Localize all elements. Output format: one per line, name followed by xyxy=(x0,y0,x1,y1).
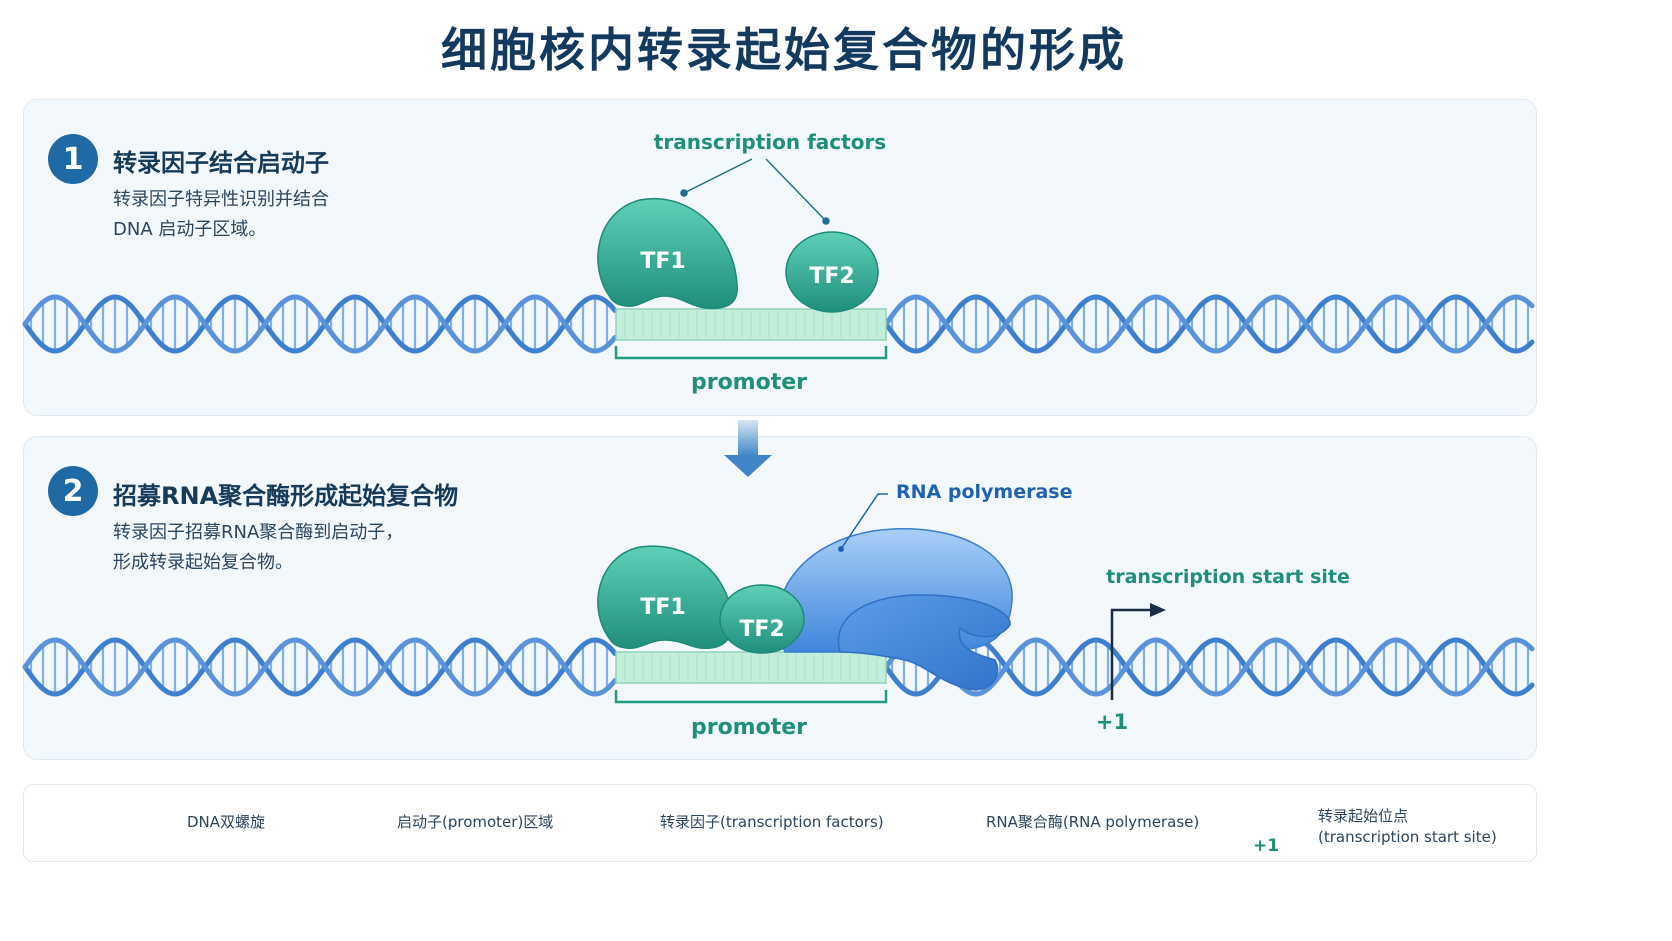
dna-strand xyxy=(22,294,618,354)
dna-strand xyxy=(883,294,1535,354)
down-arrow-icon xyxy=(724,420,772,477)
promoter-label: promoter xyxy=(691,370,807,395)
tf2-protein xyxy=(719,584,805,654)
step2-desc-line2: 形成转录起始复合物。 xyxy=(113,552,293,573)
tf1-protein xyxy=(597,545,733,649)
diagram-canvas: promoter TF1 TF2 transcription factors p… xyxy=(22,130,1535,837)
legend-tf-label: 转录因子(transcription factors) xyxy=(660,813,884,831)
tf-callout-label: transcription factors xyxy=(654,130,886,154)
legend-promoter-label: 启动子(promoter)区域 xyxy=(397,813,554,831)
legend-polymerase-label: RNA聚合酶(RNA polymerase) xyxy=(986,813,1200,831)
tf1-label: TF1 xyxy=(640,595,685,620)
dna-strand xyxy=(22,637,618,697)
dna-helix xyxy=(883,294,1535,354)
step1-badge: 1 xyxy=(48,134,98,184)
tf2-label: TF2 xyxy=(739,617,784,642)
dna-strand xyxy=(22,637,618,697)
legend-tss-label-line2: (transcription start site) xyxy=(1318,828,1497,846)
step1-desc-line2: DNA 启动子区域。 xyxy=(113,219,267,240)
promoter-stripes xyxy=(624,654,878,681)
dna-strand xyxy=(883,294,1535,354)
promoter-bracket xyxy=(614,346,888,360)
polymerase-callout-label: RNA polymerase xyxy=(896,481,1072,503)
legend-dna-label: DNA双螺旋 xyxy=(187,813,266,831)
dna-helix xyxy=(22,637,618,697)
tf2-leader-line xyxy=(765,158,830,225)
step2-badge: 2 xyxy=(48,466,98,516)
step1-panel xyxy=(23,99,1537,416)
tf1-label: TF1 xyxy=(640,249,685,274)
legend-box xyxy=(23,784,1537,862)
rna-polymerase xyxy=(776,528,1013,691)
dna-strand xyxy=(883,637,1535,697)
step2-title: 招募RNA聚合酶形成起始复合物 xyxy=(113,482,459,510)
page-title: 细胞核内转录起始复合物的形成 xyxy=(441,23,1127,77)
promoter-label: promoter xyxy=(691,715,807,740)
tf2-protein xyxy=(785,231,879,313)
promoter-bracket xyxy=(614,690,888,704)
legend-tss-label-line1: 转录起始位点 xyxy=(1318,807,1409,825)
dna-helix xyxy=(22,294,618,354)
tf1-leader-line xyxy=(680,158,753,197)
step1-desc-line1: 转录因子特异性识别并结合 xyxy=(113,189,329,210)
tf2-label: TF2 xyxy=(809,264,854,289)
tf1-protein xyxy=(597,197,738,310)
step2-desc-line1: 转录因子招募RNA聚合酶到启动子， xyxy=(113,522,404,543)
legend-tss-plus-one: +1 xyxy=(1253,836,1280,856)
tss-plus-one: +1 xyxy=(1096,710,1128,734)
step1-title: 转录因子结合启动子 xyxy=(113,149,329,177)
tss-arrow-icon xyxy=(1110,603,1166,700)
polymerase-leader-line xyxy=(840,493,888,550)
dna-strand xyxy=(22,294,618,354)
dna-strand xyxy=(883,637,1535,697)
promoter-stripes xyxy=(624,311,878,338)
polymerase-leader-dot xyxy=(838,546,844,552)
tss-label: transcription start site xyxy=(1106,566,1350,588)
